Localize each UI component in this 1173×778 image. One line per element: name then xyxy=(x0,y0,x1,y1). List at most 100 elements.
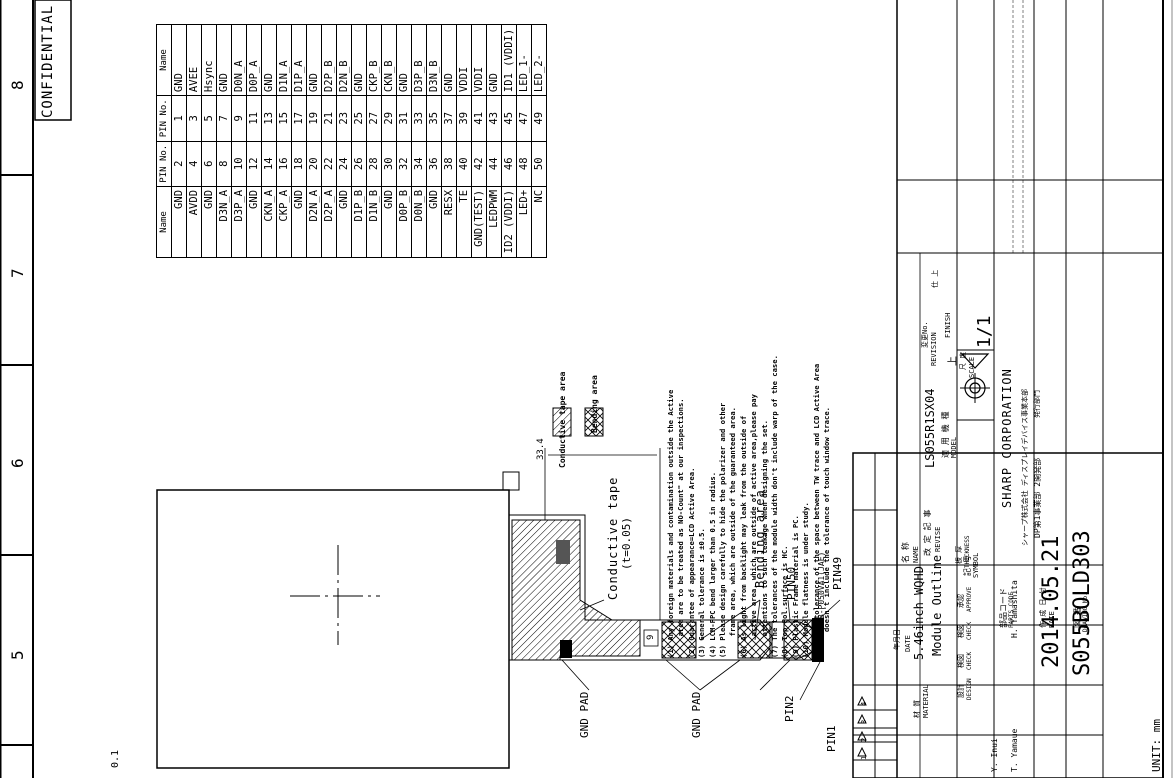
unit-label: UNIT: mm xyxy=(1150,719,1163,772)
revise-label-jp: 改 定 記 事 xyxy=(923,509,932,556)
pin-name-right: D3N_B xyxy=(426,24,442,96)
rev-mark-3: 3 xyxy=(860,719,868,724)
thickness-label-jp: 板 厚 xyxy=(955,545,963,564)
pin-number-right: 3 xyxy=(186,95,202,142)
pin-name-right: GND xyxy=(441,24,457,96)
date2-label-jp: 年月日 xyxy=(893,629,901,650)
pin-number-left: 16 xyxy=(276,141,292,187)
company-name-jp: シャープ株式会社 ディスプレイデバイス事業本部 xyxy=(1021,388,1029,546)
pin-name-left: NC xyxy=(531,186,547,258)
col-header-pin-left: PIN No. xyxy=(156,141,172,187)
pin-number-left: 4 xyxy=(186,141,202,187)
rev-mark-2: 2 xyxy=(860,737,868,742)
pin-name-left: CKP_A xyxy=(276,186,292,258)
pin-number-right: 45 xyxy=(501,95,517,142)
pin-number-left: 46 xyxy=(501,141,517,187)
pin-name-left: GND xyxy=(426,186,442,258)
legend-conductive-label: Conductive tape area xyxy=(558,371,567,468)
pin-number-left: 2 xyxy=(171,141,187,187)
page-fragment: 0.1 xyxy=(110,749,121,768)
date-value: 2014.05.21 xyxy=(1039,535,1064,668)
pin-name-right: CKN_B xyxy=(381,24,397,96)
pin-name-right: VDDI xyxy=(456,24,472,96)
zone-label-8: 8 xyxy=(8,80,27,90)
pin-name-right: Hsync xyxy=(201,24,217,96)
pin-number-left: 22 xyxy=(321,141,337,187)
pin-number-left: 24 xyxy=(336,141,352,187)
pin-number-right: 7 xyxy=(216,95,232,142)
rev-mark-4: 4 xyxy=(860,701,868,706)
pin-name-right: ID1 (VDDI) xyxy=(501,24,517,96)
drawing-number: S055BOLD303 xyxy=(1070,530,1095,676)
note-line: area are to be treated as NO-Count" at o… xyxy=(676,398,686,658)
model-label: MODEL xyxy=(950,436,958,458)
name-label: NAME xyxy=(912,546,920,563)
pin-number-right: 13 xyxy=(261,95,277,142)
confidential-box xyxy=(34,0,72,121)
pin-number-right: 21 xyxy=(321,95,337,142)
pin-number-right: 1 xyxy=(171,95,187,142)
pin-name-left: ID2 (VDDI) xyxy=(501,186,517,258)
pin-name-right: GND xyxy=(171,24,187,96)
company-name: SHARP CORPORATION xyxy=(1000,368,1014,508)
revision-label: REVISION xyxy=(930,332,938,366)
note-line: (3) General tolerance is ±0.5. xyxy=(697,528,707,658)
note-line: (6) As light from backlight may leak fro… xyxy=(738,415,748,658)
design-label: DESIGN xyxy=(966,678,973,700)
pin-name-right: D2P_B xyxy=(321,24,337,96)
material-label: MATERIAL xyxy=(922,684,930,718)
revision-value: 上 xyxy=(948,356,959,366)
pin-number-left: 48 xyxy=(516,141,532,187)
note-line: (4) LCM-FPC bend larger than 0.5 in radi… xyxy=(707,471,717,658)
connector-body xyxy=(812,618,824,662)
pin-number-right: 11 xyxy=(246,95,262,142)
legend-conductive-swatch xyxy=(552,407,572,437)
pin-number-left: 28 xyxy=(366,141,382,187)
revise-label: REVISE xyxy=(934,526,942,552)
pin-name-right: D1N_A xyxy=(276,24,292,96)
pin50-label: PIN50 xyxy=(785,566,798,600)
finish-label: FINISH xyxy=(944,312,952,338)
pin-number-right: 31 xyxy=(396,95,412,142)
pin-name-left: TE xyxy=(456,186,472,258)
pin-name-left: GND xyxy=(171,186,187,258)
check2-label: CHECK xyxy=(966,621,973,640)
pin-number-left: 50 xyxy=(531,141,547,187)
pin-name-left: GND xyxy=(336,186,352,258)
scale-value: 1/1 xyxy=(974,315,995,348)
checker-name: T. Yamaue xyxy=(1010,728,1019,772)
model-value: LS055R1SX04 xyxy=(923,388,937,468)
confidential-stamp: CONFIDENTIAL xyxy=(40,4,56,118)
zone-label-5: 5 xyxy=(8,650,27,660)
pin-number-right: 49 xyxy=(531,95,547,142)
note-line: frame area, which are outside of the gua… xyxy=(728,407,738,658)
pin-number-right: 25 xyxy=(351,95,367,142)
col-header-name-left: Name xyxy=(156,186,172,258)
pin-name-left: D2N_A xyxy=(306,186,322,258)
legend-bending-swatch xyxy=(584,407,604,437)
pin-number-right: 39 xyxy=(456,95,472,142)
designer-name: Y. Inui xyxy=(990,738,999,772)
pin-number-right: 9 xyxy=(231,95,247,142)
pin-number-left: 8 xyxy=(216,141,232,187)
pin-number-left: 10 xyxy=(231,141,247,187)
material-label-jp: 材 質 xyxy=(913,699,921,718)
pin-number-left: 30 xyxy=(381,141,397,187)
pin1-label: PIN1 xyxy=(825,725,838,753)
pin-number-left: 12 xyxy=(246,141,262,187)
tape-thickness-label: (t=0.05) xyxy=(620,517,633,570)
